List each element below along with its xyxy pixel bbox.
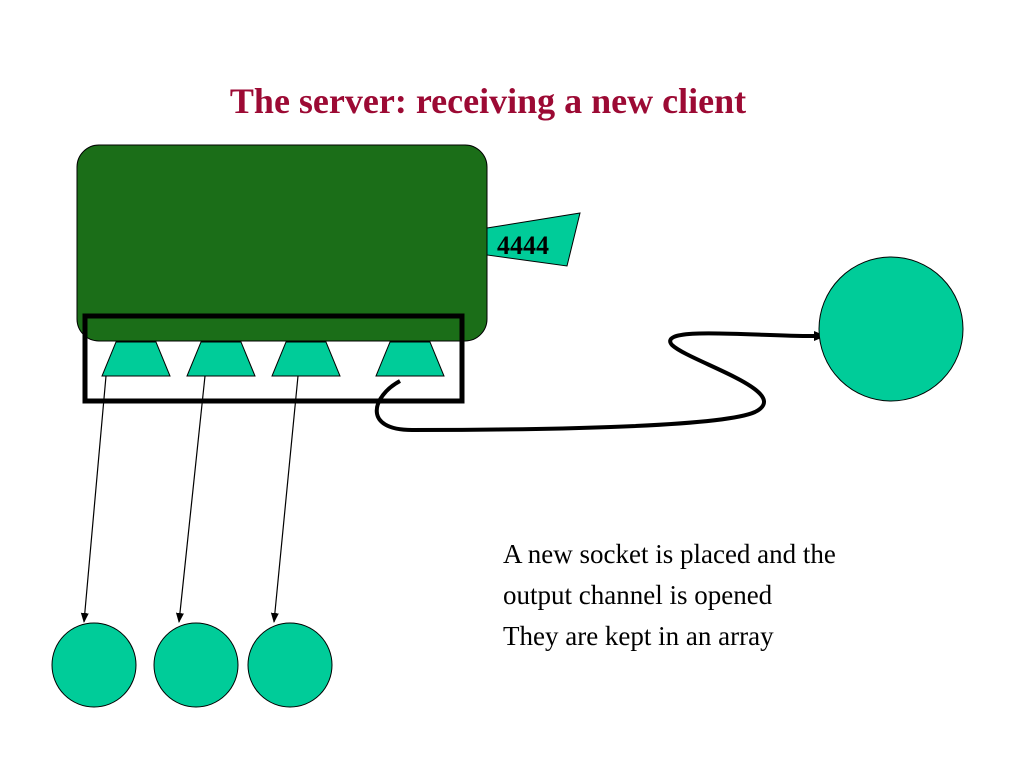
connection-arrow-1: [80, 375, 107, 623]
server-box: [76, 144, 488, 342]
caption: A new socket is placed and the output ch…: [503, 534, 1003, 657]
caption-line-2: output channel is opened: [503, 580, 773, 610]
socket-3: [271, 341, 341, 377]
slide-title: The server: receiving a new client: [229, 81, 747, 121]
listening-port: [486, 212, 581, 267]
socket-4-new: [375, 341, 445, 377]
port-label: 4444: [497, 231, 549, 260]
client-1: [51, 622, 137, 708]
connection-arrow-3: [270, 375, 299, 623]
socket-1: [101, 341, 171, 377]
caption-line-3: They are kept in an array: [503, 621, 774, 651]
new-client-connection: [374, 331, 819, 433]
client-3: [247, 622, 333, 708]
socket-array-box: [82, 313, 465, 404]
client-2: [153, 622, 239, 708]
connection-arrow-2: [175, 375, 206, 623]
new-client: [818, 256, 964, 402]
caption-line-1: A new socket is placed and the: [503, 539, 836, 569]
socket-2: [186, 341, 256, 377]
